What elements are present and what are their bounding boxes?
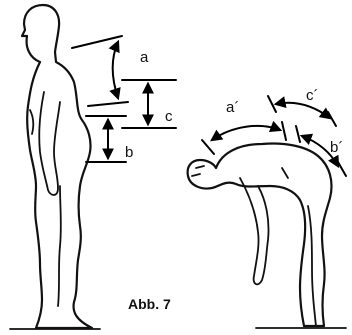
- label-b-prime: b´: [330, 139, 343, 156]
- figure-caption: Abb. 7: [128, 296, 171, 312]
- label-a: a: [140, 49, 149, 66]
- label-c-prime: c´: [306, 87, 319, 104]
- standing-figure: [10, 5, 100, 329]
- label-b: b: [125, 144, 133, 161]
- bent-figure: [188, 144, 346, 329]
- label-c: c: [165, 108, 173, 125]
- measure-standing: a c b: [72, 36, 176, 162]
- label-a-prime: a´: [226, 99, 239, 116]
